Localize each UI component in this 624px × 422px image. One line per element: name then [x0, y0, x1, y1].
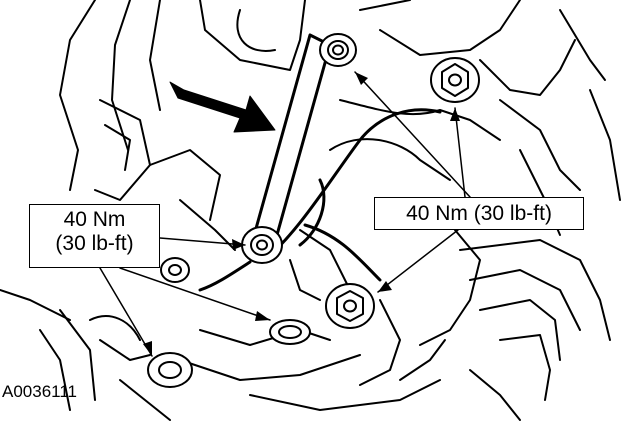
bolt-lower-center [325, 283, 375, 329]
torque-callout-left: 40 Nm (30 lb-ft) [29, 204, 160, 268]
figure-id-label: A0036111 [2, 382, 77, 401]
bolt-center-left [241, 226, 283, 264]
torque-callout-left-metric: 40 Nm [63, 208, 126, 231]
torque-callout-left-imperial: (30 lb-ft) [55, 232, 134, 255]
torque-callout-right: 40 Nm (30 lb-ft) [374, 197, 584, 230]
bolt-top [319, 33, 357, 67]
leader-lines [99, 71, 471, 357]
direction-arrow [169, 81, 276, 133]
bolt-upper-right [430, 57, 480, 103]
bolt-lower-middle [269, 319, 311, 345]
bolt-left-edge [160, 257, 190, 283]
mount-bracket [198, 33, 442, 292]
bolt-bottom-left [147, 352, 193, 388]
leader-arrowheads [143, 72, 460, 356]
